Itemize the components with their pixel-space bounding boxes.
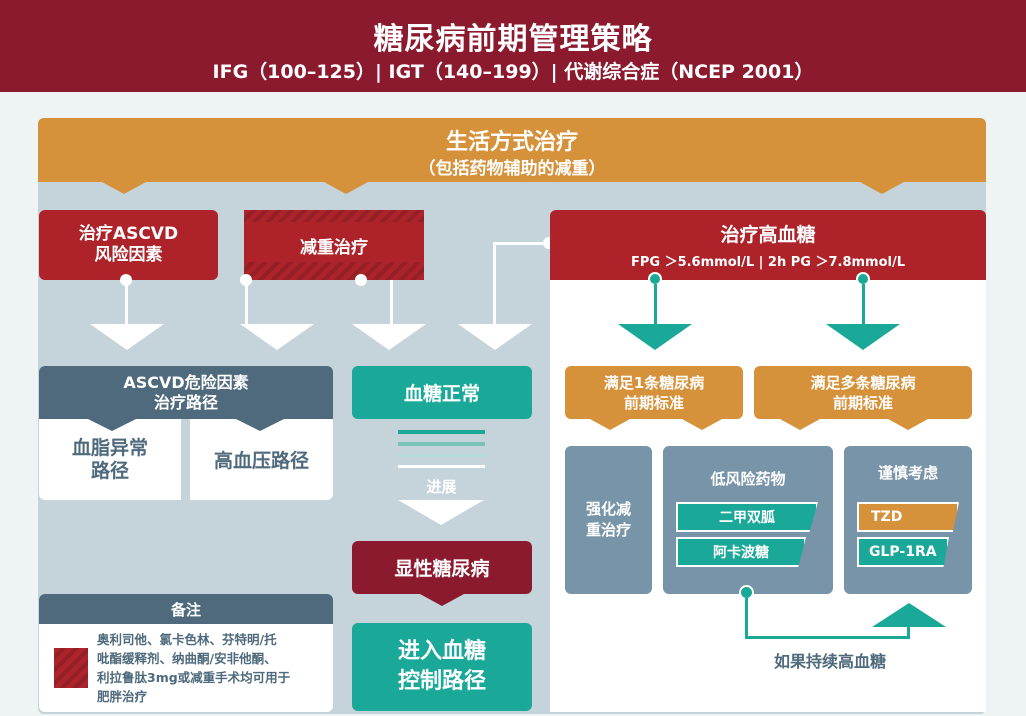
arrow-down-icon (352, 324, 426, 350)
notes-body: 奥利司他、氯卡色林、芬特明/托 吡酯缓释剂、纳曲酮/安非他酮、 利拉鲁肽3mg或… (39, 624, 333, 712)
multi-criteria-line2: 前期标准 (832, 393, 893, 412)
arrow-down-icon (618, 324, 692, 350)
caution-drugs-box: 谨慎考虑 TZD GLP-1RA (844, 446, 972, 594)
connector-line (245, 280, 248, 324)
notes-text: 奥利司他、氯卡色林、芬特明/托 吡酯缓释剂、纳曲酮/安非他酮、 利拉鲁肽3mg或… (97, 630, 329, 706)
connector-line (862, 284, 865, 326)
treat-hyperglycemia-title: 治疗高血糖 (720, 224, 816, 246)
weight-loss-label: 减重治疗 (300, 237, 368, 258)
multi-criteria-line1: 满足多条糖尿病 (810, 373, 916, 392)
fade-line (398, 430, 485, 434)
arrow-down-icon (240, 324, 314, 350)
notes-line: 肥胖治疗 (97, 689, 148, 704)
hypertension-label: 高血压路径 (213, 450, 309, 472)
intensive-line1: 强化减 (585, 500, 631, 518)
connector-dot (355, 274, 367, 286)
notes-line: 吡酯缓释剂、纳曲酮/安非他酮、 (97, 651, 277, 666)
one-criterion-box: 满足1条糖尿病 前期标准 (565, 366, 743, 419)
connector-line (125, 280, 128, 324)
one-criterion-line2: 前期标准 (623, 393, 684, 412)
fade-line (398, 454, 485, 457)
loop-line (745, 636, 910, 639)
caution-title: 谨慎考虑 (877, 464, 938, 482)
lifestyle-title: 生活方式治疗 (445, 130, 578, 155)
weight-loss-box: 减重治疗 (244, 210, 424, 280)
persistent-hyperglycemia-label: 如果持续高血糖 (773, 652, 886, 671)
hyperglycemia-criteria: FPG ＞5.6mmol/L | 2h PG ＞7.8mmol/L (630, 255, 906, 270)
drug-acarbose: 阿卡波糖 (676, 537, 806, 567)
arrow-down-icon (398, 500, 484, 525)
normal-glucose-box: 血糖正常 (352, 366, 532, 419)
loop-line (907, 618, 910, 639)
treat-hyperglycemia-box: 治疗高血糖 FPG ＞5.6mmol/L | 2h PG ＞7.8mmol/L (550, 210, 986, 280)
loop-line (745, 598, 748, 638)
notes-line: 利拉鲁肽3mg或减重手术均可用于 (97, 670, 291, 685)
treat-ascvd-line2: 风险因素 (94, 245, 163, 265)
fade-line (398, 442, 485, 446)
ascvd-pathway-line2: 治疗路径 (153, 392, 218, 412)
pointer (888, 419, 928, 430)
treat-ascvd-box: 治疗ASCVD 风险因素 (39, 210, 218, 280)
treat-ascvd-line1: 治疗ASCVD (78, 224, 179, 244)
arrow-up-icon (872, 603, 946, 627)
enter-line2: 控制路径 (397, 669, 486, 694)
connector-line (390, 280, 393, 324)
intensive-line2: 重治疗 (585, 521, 631, 539)
connector-line (493, 242, 496, 324)
multi-criteria-box: 满足多条糖尿病 前期标准 (754, 366, 972, 419)
header-banner: 糖尿病前期管理策略 IFG（100–125）| IGT（140–199）| 代谢… (0, 0, 1026, 92)
drug-metformin: 二甲双胍 (676, 502, 818, 532)
enter-glycemic-pathway-box: 进入血糖 控制路径 (352, 623, 532, 711)
dyslipidemia-line1: 血脂异常 (71, 436, 148, 459)
connector-line (493, 242, 549, 245)
dyslipidemia-line2: 路径 (90, 459, 129, 482)
drug-tzd: TZD (857, 502, 959, 532)
pointer (88, 419, 136, 431)
page-title: 糖尿病前期管理策略 (373, 22, 653, 57)
arrow-down-icon (458, 324, 532, 350)
progress-label: 进展 (426, 478, 457, 496)
connector-line (654, 284, 657, 326)
drug-glp1ra: GLP-1RA (857, 537, 949, 567)
lifestyle-subtitle: （包括药物辅助的减重） (418, 159, 606, 179)
lifestyle-therapy-box: 生活方式治疗 （包括药物辅助的减重） (38, 118, 986, 182)
dyslipidemia-pathway: 血脂异常 路径 (39, 419, 181, 500)
ascvd-pathway-line1: ASCVD危险因素 (123, 372, 249, 392)
pointer (236, 419, 284, 431)
pointer (780, 419, 820, 430)
fade-line (398, 465, 485, 468)
notes-header: 备注 (39, 594, 333, 624)
one-criterion-line1: 满足1条糖尿病 (603, 373, 705, 392)
arrow-down-icon (826, 324, 900, 350)
lifestyle-pointer-2 (324, 182, 368, 194)
pointer (682, 419, 722, 430)
notes-title: 备注 (170, 600, 201, 619)
ascvd-pathway-header: ASCVD危险因素 治疗路径 (39, 366, 333, 419)
page-subtitle: IFG（100–125）| IGT（140–199）| 代谢综合症（NCEP 2… (212, 61, 814, 83)
lifestyle-pointer-3 (860, 182, 904, 194)
pointer (420, 594, 464, 606)
lifestyle-pointer-1 (102, 182, 146, 194)
enter-line1: 进入血糖 (397, 639, 486, 664)
low-risk-drugs-box: 低风险药物 二甲双胍 阿卡波糖 (663, 446, 833, 594)
arrow-down-icon (90, 324, 164, 350)
pointer (590, 419, 630, 430)
normal-glucose-label: 血糖正常 (403, 383, 480, 405)
hypertension-pathway: 高血压路径 (190, 419, 333, 500)
low-risk-title: 低风险药物 (710, 470, 786, 488)
notes-line: 奥利司他、氯卡色林、芬特明/托 (97, 632, 277, 647)
overt-diabetes-box: 显性糖尿病 (352, 541, 532, 594)
striped-legend-swatch (54, 648, 88, 688)
overt-diabetes-label: 显性糖尿病 (394, 558, 490, 580)
intensive-weight-loss-box: 强化减 重治疗 (565, 446, 652, 594)
